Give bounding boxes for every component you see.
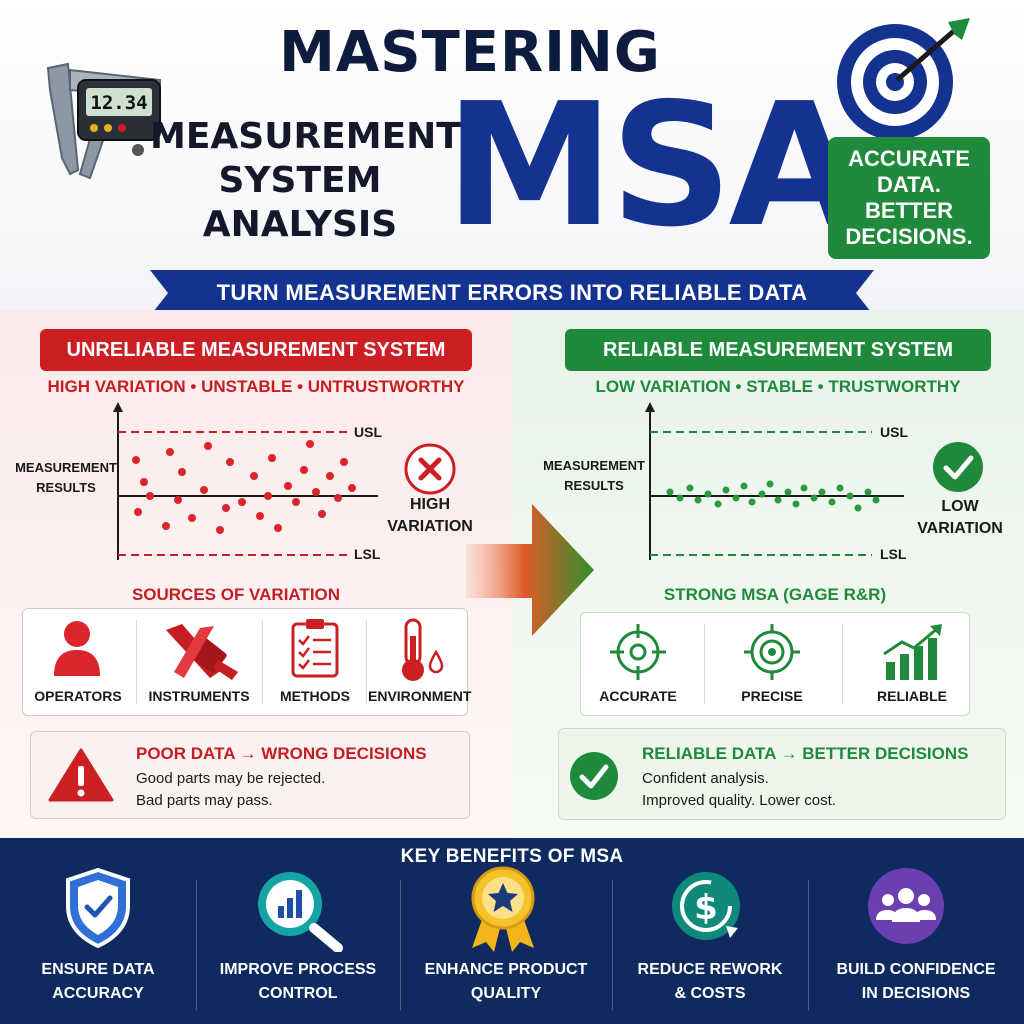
source-environment: ENVIRONMENT (368, 688, 472, 704)
reliable-data-title: RELIABLE DATA → BETTER DECISIONS (642, 744, 969, 763)
divider (136, 620, 137, 704)
methods-checklist-icon (291, 619, 339, 678)
target-icon (837, 18, 970, 140)
warning-icon (48, 748, 114, 802)
reliable-data-line2: Improved quality. Lower cost. (642, 792, 836, 809)
quality-precise: PRECISE (741, 688, 803, 704)
instruments-icon (166, 624, 238, 680)
shield-check-icon (66, 867, 130, 949)
medal-star-icon (471, 866, 535, 952)
reliable-data-note (558, 728, 1006, 820)
left-lsl-label: LSL (354, 546, 381, 562)
reliable-subtitle: LOW VARIATION • STABLE • TRUSTWORTHY (595, 377, 961, 396)
caliper-display: 12.34 (90, 92, 147, 114)
benefit-improve-control: IMPROVE PROCESS CONTROL (196, 958, 400, 1006)
divider (612, 880, 613, 1010)
key-benefits-title: KEY BENEFITS OF MSA (400, 846, 624, 867)
right-y-axis-label: MEASUREMENT RESULTS (543, 458, 645, 493)
benefit-line: ENHANCE PRODUCT (424, 961, 588, 978)
title-measurement-system-analysis: MEASUREMENT SYSTEM ANALYSIS (150, 116, 461, 245)
check-circle-icon (570, 752, 618, 800)
divider (366, 620, 367, 704)
source-instruments: INSTRUMENTS (148, 688, 250, 704)
benefit-line: QUALITY (470, 985, 542, 1002)
divider (842, 624, 843, 704)
unreliable-title: UNRELIABLE MEASUREMENT SYSTEM (40, 329, 472, 371)
source-operators: OPERATORS (34, 688, 122, 704)
dollar-cycle-icon: $ (672, 872, 740, 940)
right-lsl-label: LSL (880, 546, 907, 562)
reliable-title: RELIABLE MEASUREMENT SYSTEM (565, 329, 991, 371)
divider (704, 624, 705, 704)
benefit-line: CONTROL (258, 985, 338, 1002)
accurate-crosshair-icon (610, 624, 666, 680)
reliable-growth-chart-icon (883, 624, 942, 680)
poor-data-line2: Bad parts may pass. (136, 792, 273, 809)
quality-accurate: ACCURATE (599, 688, 677, 704)
poor-data-line1: Good parts may be rejected. (136, 770, 326, 787)
accurate-data-badge: ACCURATE DATA. BETTER DECISIONS. (828, 137, 990, 259)
high-variation-label: HIGH VARIATION (387, 496, 473, 535)
svg-text:$: $ (694, 888, 718, 928)
ribbon-banner (150, 270, 874, 316)
sources-of-variation-title: SOURCES OF VARIATION (131, 585, 341, 604)
benefit-line: BUILD CONFIDENCE (836, 961, 996, 978)
divider (400, 880, 401, 1010)
low-variation-label: LOW VARIATION (917, 498, 1003, 537)
left-scatter-chart (113, 402, 378, 560)
thermometer-icon (402, 618, 444, 681)
benefit-line: IN DECISIONS (861, 985, 971, 1002)
strong-msa-title: STRONG MSA (GAGE R&R) (663, 585, 887, 604)
right-usl-label: USL (880, 424, 908, 440)
divider (196, 880, 197, 1010)
ribbon-text: TURN MEASUREMENT ERRORS INTO RELIABLE DA… (216, 280, 808, 305)
magnifier-chart-icon (258, 872, 343, 952)
benefit-enhance-quality: ENHANCE PRODUCT QUALITY (400, 958, 612, 1006)
precise-target-icon (744, 624, 800, 680)
poor-data-note (30, 731, 470, 819)
benefit-ensure-accuracy: ENSURE DATA ACCURACY (0, 958, 196, 1006)
high-variation-x-icon (404, 443, 456, 495)
low-variation-check-icon (933, 442, 983, 492)
benefit-line: ENSURE DATA (41, 961, 155, 978)
poor-data-title: POOR DATA → WRONG DECISIONS (136, 744, 427, 763)
benefit-build-confidence: BUILD CONFIDENCE IN DECISIONS (808, 958, 1024, 1006)
reliable-data-line1: Confident analysis. (642, 770, 769, 787)
quality-reliable: RELIABLE (877, 688, 947, 704)
divider (808, 880, 809, 1010)
title-mastering: MASTERING (279, 20, 661, 85)
operator-icon (54, 621, 100, 676)
right-scatter-chart (645, 402, 904, 560)
divider (262, 620, 263, 704)
left-usl-label: USL (354, 424, 382, 440)
benefit-line: ACCURACY (52, 985, 144, 1002)
unreliable-subtitle: HIGH VARIATION • UNSTABLE • UNTRUSTWORTH… (47, 377, 465, 396)
benefit-line: REDUCE REWORK (637, 961, 783, 978)
benefit-line: & COSTS (674, 985, 746, 1002)
left-y-axis-label: MEASUREMENT RESULTS (15, 460, 117, 495)
source-methods: METHODS (280, 688, 350, 704)
transition-arrow-icon (466, 504, 594, 636)
caliper-icon: 12.34 (46, 62, 161, 180)
benefit-reduce-rework: REDUCE REWORK & COSTS (612, 958, 808, 1006)
title-msa: MSA (445, 67, 860, 265)
team-people-icon (868, 868, 944, 944)
benefit-line: IMPROVE PROCESS (219, 961, 377, 978)
